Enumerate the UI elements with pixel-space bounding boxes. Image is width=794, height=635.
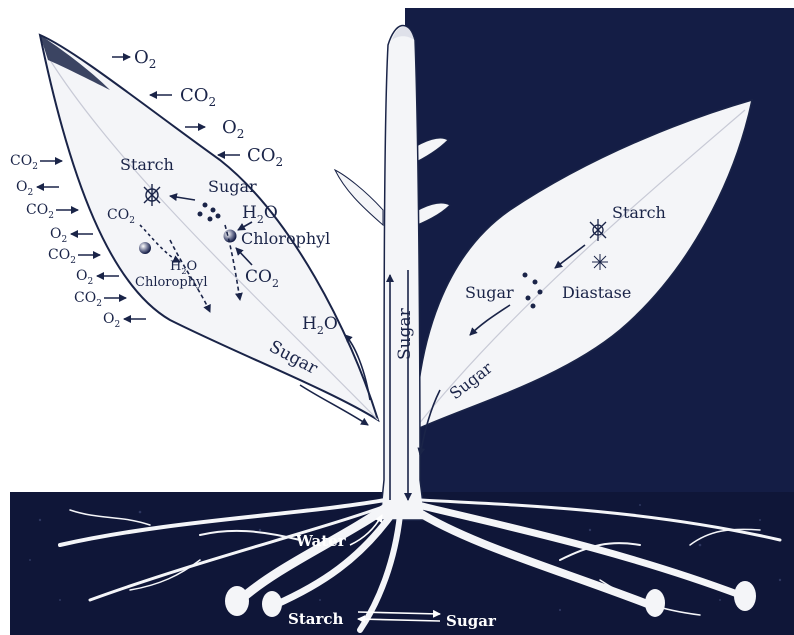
chlorophyl-label: Chlorophyl (241, 229, 330, 248)
water-label: Water (295, 532, 347, 550)
margin-gas-label: O2 (76, 268, 93, 287)
margin-gas-label: CO2 (74, 290, 102, 309)
margin-gas-label: O2 (50, 226, 67, 245)
left-leaf (40, 35, 378, 420)
left-sugar-label: Sugar (208, 177, 257, 196)
margin-gas-label: O2 (16, 179, 33, 198)
chlorophyl-grain-icon (224, 230, 237, 243)
left-starch-label: Starch (120, 155, 174, 174)
small-leaf-left (335, 170, 383, 225)
co2-label-1: CO2 (180, 85, 216, 109)
diastase-burst-icon (592, 254, 608, 270)
margin-gas-label: CO2 (48, 247, 76, 266)
diastase-label: Diastase (562, 283, 631, 302)
right-starch-label: Starch (612, 203, 666, 222)
o2-label-2: O2 (222, 117, 244, 141)
right-sugar-label: Sugar (465, 283, 514, 302)
chlorophyl-grain-inner-icon (139, 242, 151, 254)
margin-gas-label: CO2 (10, 153, 38, 172)
o2-label-top: O2 (134, 47, 156, 71)
root-sugar-label: Sugar (446, 612, 497, 630)
margin-gas-label: CO2 (26, 202, 54, 221)
root-starch-label: Starch (288, 610, 344, 628)
stem-sugar-label: Sugar (395, 307, 415, 360)
co2-label-2: CO2 (247, 145, 283, 169)
chlorophyl-inner-label: Chlorophyl (135, 275, 208, 290)
margin-gas-label: O2 (103, 311, 120, 330)
